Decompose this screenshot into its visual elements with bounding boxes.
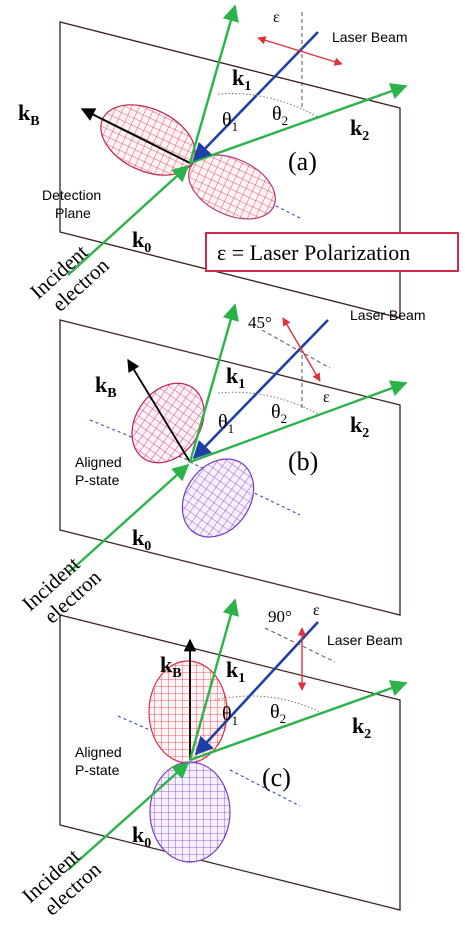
plane-axis-dashed <box>229 769 301 807</box>
panel-label-c: (c) <box>262 763 291 792</box>
plane-label-line2: Plane <box>55 205 91 221</box>
k0-label: k0 <box>132 822 151 851</box>
laser-beam-label: Laser Beam <box>350 307 425 323</box>
kB-arrow <box>80 108 191 164</box>
theta1-label: θ1 <box>222 109 238 134</box>
k0-label: k0 <box>132 227 151 256</box>
epsilon-label: ε <box>273 9 280 26</box>
plane-label-line1: Detection <box>42 187 101 203</box>
laser-dashed-diagonal <box>261 329 331 369</box>
incident-electron-label: Incident electron <box>17 552 106 628</box>
angle-label: 45° <box>248 313 272 332</box>
theta1-label: θ1 <box>218 411 234 436</box>
k1-arrow <box>188 303 239 463</box>
polarization-arrow <box>282 317 321 382</box>
k2-arrow <box>189 680 408 762</box>
upper-lobe <box>131 382 205 464</box>
legend-text: ε = Laser Polarization <box>217 240 410 265</box>
epsilon-label: ε <box>323 389 330 406</box>
kB-arrow <box>127 358 191 463</box>
lower-lobe <box>188 154 276 220</box>
panel-label-a: (a) <box>288 147 317 176</box>
k1-label: k1 <box>232 65 251 94</box>
theta2-label: θ2 <box>271 401 287 426</box>
laser-beam-label: Laser Beam <box>327 632 402 648</box>
panel-b: 45° Laser Beam ε k1 θ1 θ2 k2 kB (b) Alig… <box>17 303 425 628</box>
incident-electron-label: Incident electron <box>17 844 106 920</box>
k0-arrow <box>67 761 190 871</box>
k2-label: k2 <box>350 412 369 441</box>
k0-label: k0 <box>132 525 151 554</box>
lower-lobe <box>149 761 231 863</box>
k0-arrow <box>67 463 190 574</box>
k2-label: k2 <box>350 115 369 144</box>
kB-label: kB <box>160 652 182 681</box>
theta1-label: θ1 <box>222 703 238 728</box>
epsilon-label: ε <box>313 602 320 619</box>
plane-label-line1: Aligned <box>75 454 122 470</box>
panel-a: ε Laser Beam k1 θ1 θ2 k2 kB (a) Detectio… <box>18 4 459 319</box>
incident-electron-label: Incident electron <box>25 240 114 316</box>
kB-label: kB <box>95 372 117 401</box>
lower-lobe <box>181 458 255 538</box>
theta2-label: θ2 <box>272 103 288 128</box>
laser-dashed-diagonal <box>264 627 336 663</box>
detection-plane <box>59 614 401 911</box>
plane-label-line2: P-state <box>75 472 120 488</box>
panel-c: 90° ε Laser Beam k1 kB θ1 θ2 k2 Aligned … <box>17 598 408 920</box>
polarization-arrow <box>257 36 343 66</box>
kB-label: kB <box>18 100 40 129</box>
plane-axis-dashed <box>117 715 151 731</box>
plane-label-line2: P-state <box>75 762 120 778</box>
k0-arrow <box>67 164 190 276</box>
k1-label: k1 <box>226 657 245 686</box>
k1-arrow <box>188 598 239 761</box>
theta-arc <box>217 391 321 416</box>
k2-arrow <box>189 380 408 464</box>
theta2-label: θ2 <box>270 701 286 726</box>
k2-arrow <box>189 83 408 165</box>
plane-label-line1: Aligned <box>75 744 122 760</box>
angle-label: 90° <box>268 607 292 626</box>
k1-label: k1 <box>226 363 245 392</box>
theta-arc <box>214 695 321 713</box>
k2-label: k2 <box>352 713 371 742</box>
laser-beam-label: Laser Beam <box>332 29 407 45</box>
theta-arc <box>217 93 321 119</box>
k1-arrow <box>188 4 239 164</box>
detection-plane <box>59 21 401 319</box>
legend-box <box>205 232 459 272</box>
panel-label-b: (b) <box>288 447 318 476</box>
